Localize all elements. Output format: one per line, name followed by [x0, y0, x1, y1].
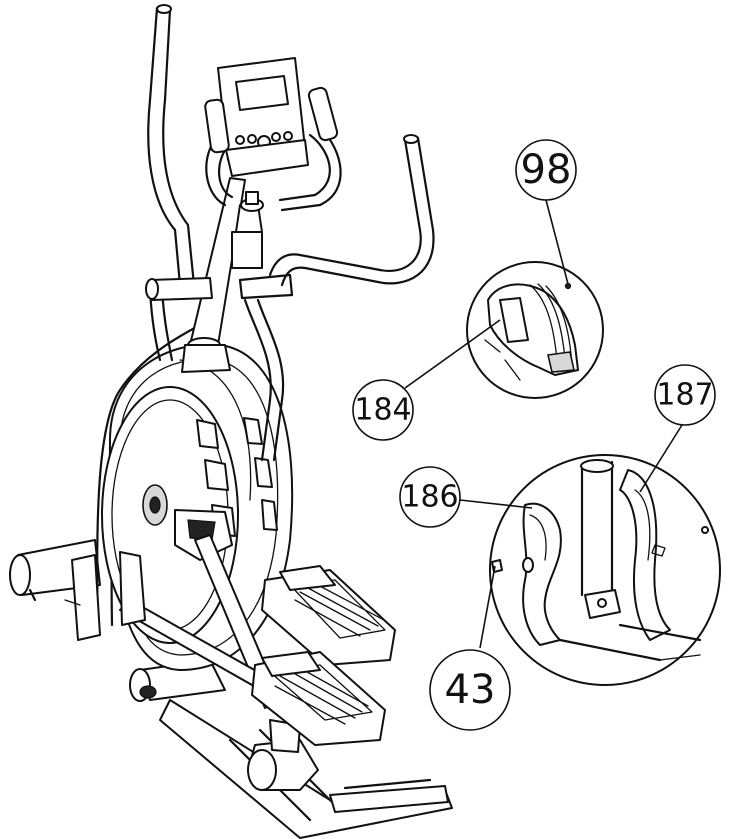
callout-43: 43 — [429, 649, 511, 731]
callout-187: 187 — [654, 364, 716, 426]
base-rail — [159, 699, 453, 839]
water-bottle — [231, 191, 264, 269]
callout-98-label: 98 — [521, 147, 572, 193]
detail-view-top — [466, 261, 604, 399]
right-moving-arm — [238, 134, 435, 462]
elliptical-trainer — [9, 4, 453, 839]
detail-view-bottom — [489, 454, 721, 686]
lower-arm-boot — [64, 551, 146, 641]
front-stabilizer — [129, 659, 226, 702]
upper-pedal — [261, 565, 396, 666]
leader-186 — [459, 499, 533, 509]
left-moving-arm — [145, 4, 213, 362]
callout-186-label: 186 — [401, 480, 458, 515]
center-mast — [181, 177, 246, 373]
callout-187-label: 187 — [656, 378, 713, 413]
leader-184 — [404, 319, 501, 389]
callout-186: 186 — [399, 466, 461, 528]
crank-arm — [174, 509, 233, 561]
callout-184-label: 184 — [354, 393, 411, 428]
leader-98 — [545, 199, 569, 285]
static-handlebars — [204, 86, 342, 212]
callout-98: 98 — [515, 139, 577, 201]
leader-187 — [639, 424, 683, 493]
lower-pedal — [251, 651, 386, 746]
rail-roller — [247, 719, 319, 791]
callout-184: 184 — [352, 379, 414, 441]
callout-43-label: 43 — [445, 667, 496, 713]
leader-lines — [404, 199, 683, 649]
console — [217, 57, 309, 177]
leader-43 — [479, 565, 496, 649]
